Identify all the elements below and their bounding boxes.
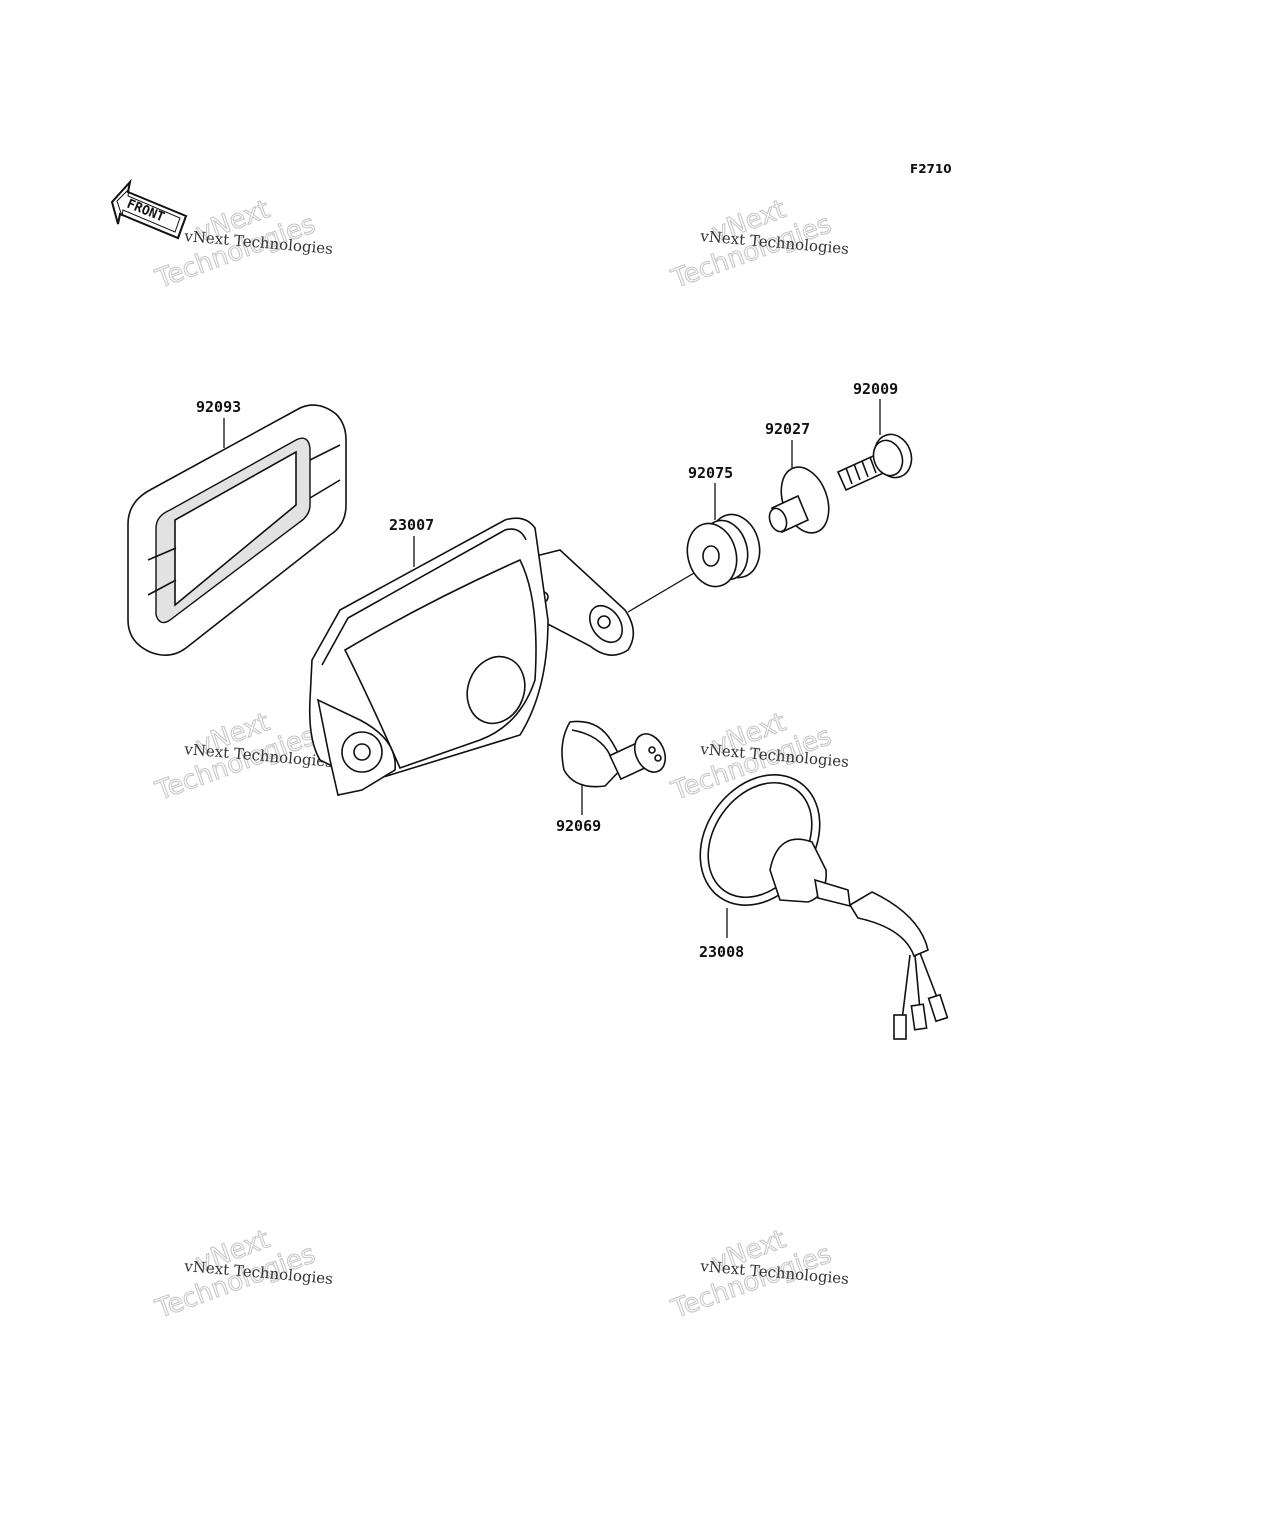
- gasket-92093: [127, 404, 347, 656]
- watermark-top-right: vNext Technologies vNext Technologies: [667, 194, 850, 296]
- watermark-bottom-left: vNext Technologies vNext Technologies: [151, 1224, 334, 1326]
- part-label-92075: 92075: [688, 464, 733, 482]
- part-label-92069: 92069: [556, 817, 601, 835]
- watermark-top-left: vNext Technologies vNext Technologies: [151, 194, 334, 296]
- grommet-92075: [686, 513, 761, 588]
- assembly-line: [627, 565, 707, 613]
- part-label-92093: 92093: [196, 398, 241, 416]
- part-label-23008: 23008: [699, 943, 744, 961]
- part-label-92027: 92027: [765, 420, 810, 438]
- collar-92027: [768, 466, 830, 534]
- watermark-mid-left: vNext Technologies vNext Technologies: [151, 707, 334, 808]
- lamp-housing-23007: [308, 517, 635, 796]
- front-arrow-icon: FRONT: [110, 178, 188, 240]
- socket-23008: [699, 774, 949, 1040]
- figure-code: F2710: [910, 162, 952, 176]
- part-label-23007: 23007: [389, 516, 434, 534]
- bulb-92069: [561, 720, 667, 788]
- watermark-bottom-right: vNext Technologies vNext Technologies: [667, 1224, 850, 1326]
- part-label-92009: 92009: [853, 380, 898, 398]
- screw-92009: [836, 433, 913, 492]
